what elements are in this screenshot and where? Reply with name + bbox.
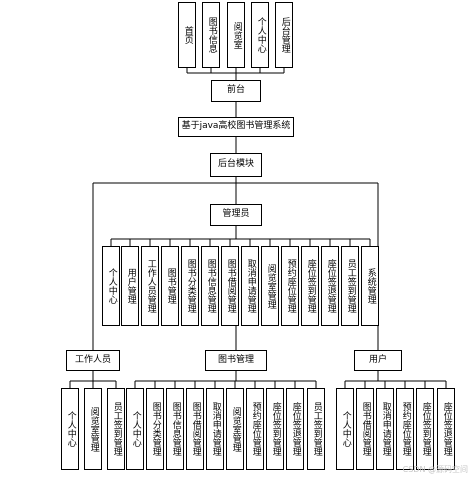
books-item-borrow-mgmt: 图书借阅管理 [186, 388, 204, 470]
frontend-item-home: 首页 [178, 2, 196, 68]
admin-item-seat-checkout-mgmt: 座位签退管理 [321, 246, 339, 326]
admin-item-staff-mgmt: 工作人员管理 [141, 246, 159, 326]
admin-item-system-mgmt: 系统管理 [361, 246, 379, 326]
user-node: 用户 [354, 350, 402, 371]
frontend-node: 前台 [211, 80, 261, 102]
admin-item-cancel-mgmt: 取消申请管理 [241, 246, 259, 326]
books-item-reading-room-mgmt: 阅览室管理 [226, 388, 244, 470]
user-item-borrow-mgmt: 图书借阅管理 [356, 388, 374, 470]
admin-node: 管理员 [210, 204, 262, 226]
admin-item-book-info-mgmt: 图书信息管理 [201, 246, 219, 326]
books-item-staff-checkin-mgmt: 员工签到管理 [307, 388, 325, 470]
user-item-personal-center: 个人中心 [336, 388, 354, 470]
admin-item-borrow-mgmt: 图书借阅管理 [221, 246, 239, 326]
backend-module-node: 后台模块 [210, 153, 262, 177]
frontend-item-book-info: 图书信息 [202, 2, 220, 68]
frontend-item-admin-panel: 后台管理 [275, 2, 293, 68]
admin-item-category-mgmt: 图书分类管理 [181, 246, 199, 326]
frontend-item-reading-room: 阅览室 [227, 2, 245, 68]
admin-item-personal-center: 个人中心 [102, 246, 120, 326]
admin-item-user-mgmt: 用户管理 [121, 246, 139, 326]
admin-item-reading-room-mgmt: 阅览室管理 [261, 246, 279, 326]
user-item-reservation-mgmt: 预约座位管理 [396, 388, 414, 470]
admin-item-reservation-mgmt: 预约座位管理 [281, 246, 299, 326]
system-title-node: 基于java高校图书管理系统 [178, 117, 294, 137]
watermark: CSDN @源码空间 [402, 465, 468, 474]
staff-item-reading-room-mgmt: 阅览室管理 [84, 388, 102, 470]
user-item-cancel-mgmt: 取消申请管理 [376, 388, 394, 470]
books-item-personal-center: 个人中心 [126, 388, 144, 470]
books-item-category-mgmt: 图书分类管理 [146, 388, 164, 470]
staff-node: 工作人员 [66, 350, 120, 371]
books-item-cancel-mgmt: 取消申请管理 [206, 388, 224, 470]
staff-item-personal-center: 个人中心 [61, 388, 79, 470]
books-item-seat-checkout-mgmt: 座位签退管理 [286, 388, 304, 470]
book-mgmt-node: 图书管理 [205, 350, 267, 371]
admin-item-book-mgmt: 图书管理 [161, 246, 179, 326]
books-item-seat-checkin-mgmt: 座位签到管理 [266, 388, 284, 470]
books-item-book-info-mgmt: 图书信息管理 [166, 388, 184, 470]
frontend-item-personal-center: 个人中心 [251, 2, 269, 68]
staff-item-staff-checkin-mgmt: 员工签到管理 [107, 388, 125, 470]
user-item-seat-checkin-mgmt: 座位签到管理 [416, 388, 434, 470]
admin-item-seat-checkin-mgmt: 座位签到管理 [301, 246, 319, 326]
admin-item-staff-checkin-mgmt: 员工签到管理 [341, 246, 359, 326]
user-item-seat-checkout-mgmt: 座位签退管理 [437, 388, 455, 470]
books-item-reservation-mgmt: 预约座位管理 [246, 388, 264, 470]
